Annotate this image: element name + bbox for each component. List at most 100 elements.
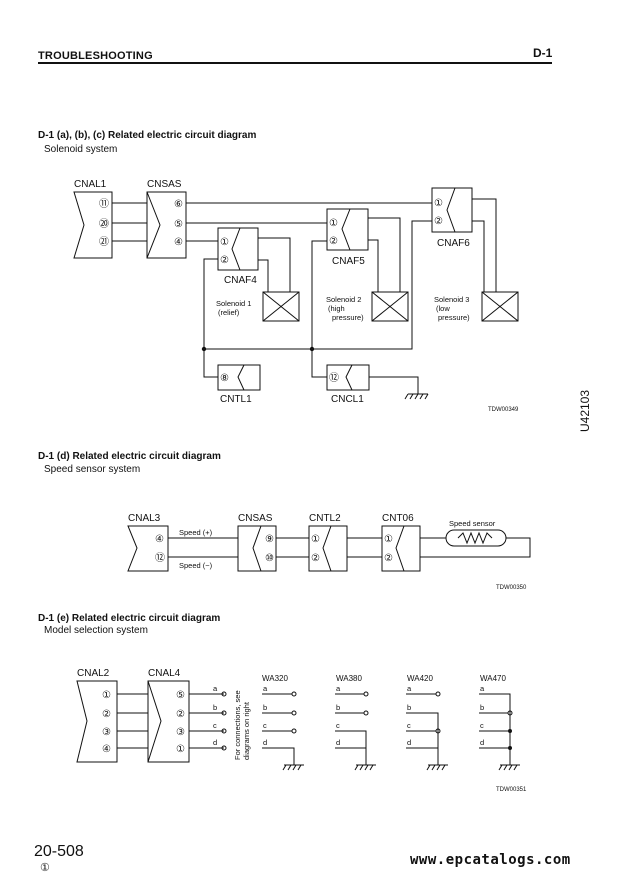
cntl1-label: CNTL1 — [220, 394, 252, 405]
cntl1-pin: ⑧ — [220, 373, 229, 384]
cnaf5-chevron — [341, 208, 351, 251]
line-letter-b: b — [213, 703, 217, 712]
speed-sensor-label: Speed sensor — [449, 519, 496, 528]
solenoid2-box — [371, 291, 409, 322]
cnaf4-pin: ① — [220, 237, 229, 248]
diagram-label: c — [336, 721, 340, 730]
cnal4-label: CNAL4 — [148, 668, 181, 679]
speed-minus-label: Speed (−) — [179, 561, 213, 570]
cnsas1-chevron — [146, 191, 161, 259]
cnal2-shell — [76, 680, 118, 763]
model-wa320: WA320 — [262, 674, 288, 683]
cnt06-pin: ① — [384, 534, 393, 545]
page-header-code: D-1 — [533, 46, 553, 60]
solenoid3-box — [481, 291, 519, 322]
cnsas1-pin: ④ — [174, 237, 183, 248]
cntl2-label: CNTL2 — [309, 513, 341, 524]
diagram-label: c — [263, 721, 267, 730]
diagram-label: c — [480, 721, 484, 730]
watermark-url: www.epcatalogs.com — [410, 852, 571, 868]
cnsas2-label: CNSAS — [238, 513, 273, 524]
cntl2-pin: ② — [311, 553, 320, 564]
cnaf5-label: CNAF5 — [332, 256, 365, 267]
cnaf4-shell — [217, 227, 259, 271]
cnaf6-shell — [431, 187, 473, 233]
diagram-label: d — [336, 738, 340, 747]
cnaf5-pin: ① — [329, 218, 338, 229]
diagram-label: d — [407, 738, 411, 747]
cntl2-shell — [308, 525, 348, 572]
section1-subtitle: Solenoid system — [44, 144, 118, 155]
cnal1-shell — [73, 191, 113, 259]
cntl2-pin: ① — [311, 534, 320, 545]
cnsas1-pin: ⑥ — [174, 199, 183, 210]
cnal4-pin: ③ — [176, 727, 185, 738]
wa470-config — [479, 693, 520, 771]
diagram-label: a — [480, 684, 485, 693]
cnsas1-shell — [146, 191, 187, 259]
diagram-label: d — [263, 738, 267, 747]
solenoid2-sub2: pressure) — [332, 313, 364, 322]
cnal1-pin: ㉑ — [99, 236, 109, 248]
diagram-label: d — [480, 738, 484, 747]
cnt06-shell — [381, 525, 421, 572]
cnal2-pin: ④ — [102, 744, 111, 755]
diagram-label: c — [407, 721, 411, 730]
cnsas1-pin: ⑤ — [174, 219, 183, 230]
cnal1-pin: ⑳ — [99, 218, 109, 230]
cnsas2-pin: ⑩ — [265, 553, 274, 564]
cnal1-label: CNAL1 — [74, 179, 107, 190]
section1-ref: TDW00349 — [488, 407, 519, 413]
speed-plus-label: Speed (+) — [179, 528, 213, 537]
solenoid3-sub1: (low — [436, 304, 450, 313]
solenoid2-label: Solenoid 2 — [326, 295, 361, 304]
solenoid3-label: Solenoid 3 — [434, 295, 469, 304]
section2-subtitle: Speed sensor system — [44, 464, 141, 475]
diagram-label: a — [407, 684, 412, 693]
diagram-label: b — [263, 703, 267, 712]
cnt06-label: CNT06 — [382, 513, 414, 524]
diagram-label: a — [263, 684, 268, 693]
model-wa380: WA380 — [336, 674, 362, 683]
diagram-label: b — [407, 703, 411, 712]
diagram-label: a — [336, 684, 341, 693]
speed-sensor-body — [445, 529, 507, 547]
cncl1-label: CNCL1 — [331, 394, 364, 405]
cncl1-pin: ⑫ — [329, 372, 339, 384]
cnal4-pin: ② — [176, 709, 185, 720]
cnsas2-shell — [237, 525, 277, 572]
model-wa470: WA470 — [480, 674, 506, 683]
wa320-config — [262, 691, 304, 771]
cnal2-pin: ③ — [102, 727, 111, 738]
cnaf6-label: CNAF6 — [437, 238, 470, 249]
solenoid2-sub1: (high — [328, 304, 345, 313]
cnal3-pin: ④ — [155, 534, 164, 545]
solenoid1-sub: (relief) — [218, 308, 240, 317]
line-letter-c: c — [213, 721, 217, 730]
cnal3-shell — [127, 525, 169, 572]
section3-ref: TDW00351 — [496, 787, 527, 793]
section3-subtitle: Model selection system — [44, 625, 148, 636]
cnal1-pin: ⑪ — [99, 198, 109, 210]
cnaf4-label: CNAF4 — [224, 275, 257, 286]
cnal2-label: CNAL2 — [77, 668, 110, 679]
cnsas1-label: CNSAS — [147, 179, 182, 190]
cnal3-label: CNAL3 — [128, 513, 161, 524]
wa420-config — [406, 691, 448, 771]
vertical-note-line1: For connections, see — [233, 690, 242, 760]
cnaf4-pin: ② — [220, 255, 229, 266]
model-wa420: WA420 — [407, 674, 433, 683]
cncl1-shell — [326, 364, 370, 391]
page-revision-mark: ① — [40, 862, 50, 874]
cnaf5-shell — [326, 208, 369, 251]
line-letter-d: d — [213, 738, 217, 747]
line-letter-a: a — [213, 684, 218, 693]
cnaf6-pin: ① — [434, 198, 443, 209]
cnal4-pin: ⑤ — [176, 690, 185, 701]
solenoid3-sub2: pressure) — [438, 313, 470, 322]
section1-title: D-1 (a), (b), (c) Related electric circu… — [38, 130, 257, 141]
diagram-label: b — [336, 703, 340, 712]
section3-title: D-1 (e) Related electric circuit diagram — [38, 613, 221, 624]
cnaf4-chevron — [231, 227, 241, 271]
